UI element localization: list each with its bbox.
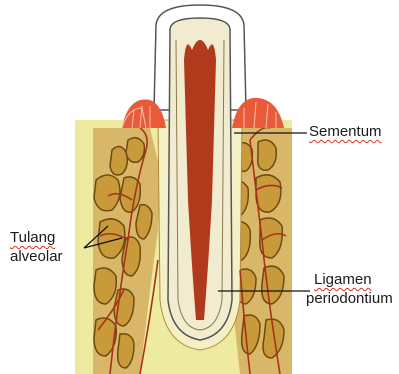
label-periodontium: periodontium xyxy=(306,290,393,307)
label-tulang: Tulang xyxy=(10,229,55,246)
label-alveolar: alveolar xyxy=(10,248,63,265)
label-ligamen: Ligamen xyxy=(314,271,372,288)
label-sementum: Sementum xyxy=(309,123,382,140)
